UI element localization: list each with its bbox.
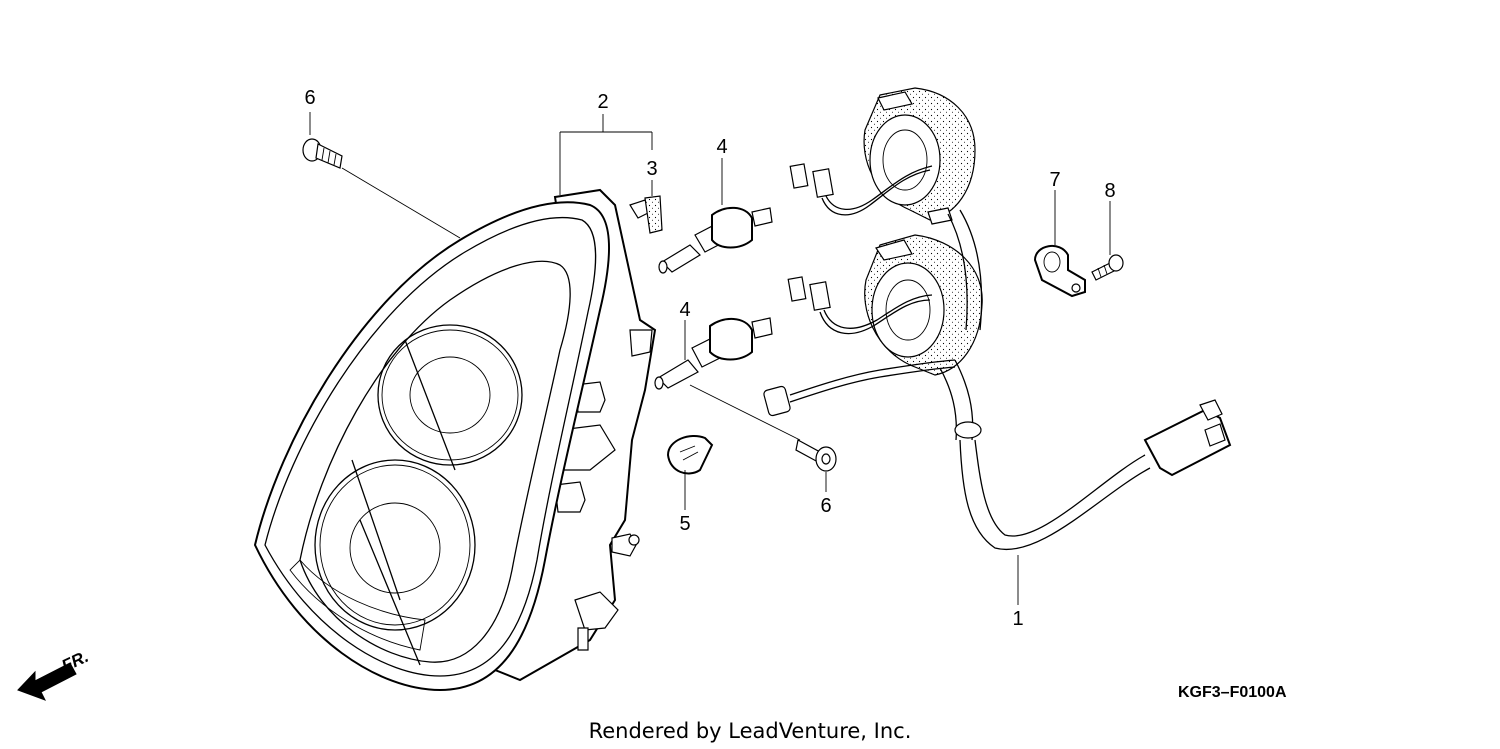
wire-harness — [763, 87, 1232, 551]
callout-8: 8 — [1104, 180, 1115, 202]
screw-top-left — [302, 138, 343, 169]
harness-clamp — [1033, 245, 1086, 298]
callout-3: 3 — [646, 158, 657, 180]
screw-middle — [795, 439, 837, 472]
position-light-bulb — [666, 435, 714, 475]
diagram-code: KGF3–F0100A — [1178, 684, 1287, 701]
clamp-screw — [1091, 254, 1124, 281]
callout-5: 5 — [679, 513, 690, 535]
callout-7: 7 — [1049, 169, 1060, 191]
callout-2: 2 — [597, 91, 608, 113]
render-credit: Rendered by LeadVenture, Inc. — [589, 719, 912, 743]
position-light-socket — [629, 195, 663, 234]
headlight-bulb-upper — [658, 206, 773, 274]
callout-4: 4 — [716, 136, 727, 158]
callout-1: 1 — [1012, 608, 1023, 630]
leader-lines — [309, 112, 1111, 605]
headlight-unit — [253, 188, 657, 692]
callout-6: 6 — [820, 495, 831, 517]
callout-6: 6 — [304, 87, 315, 109]
callout-4: 4 — [679, 299, 690, 321]
headlight-bulb-lower — [654, 317, 773, 390]
front-direction-arrow-icon — [17, 662, 77, 701]
